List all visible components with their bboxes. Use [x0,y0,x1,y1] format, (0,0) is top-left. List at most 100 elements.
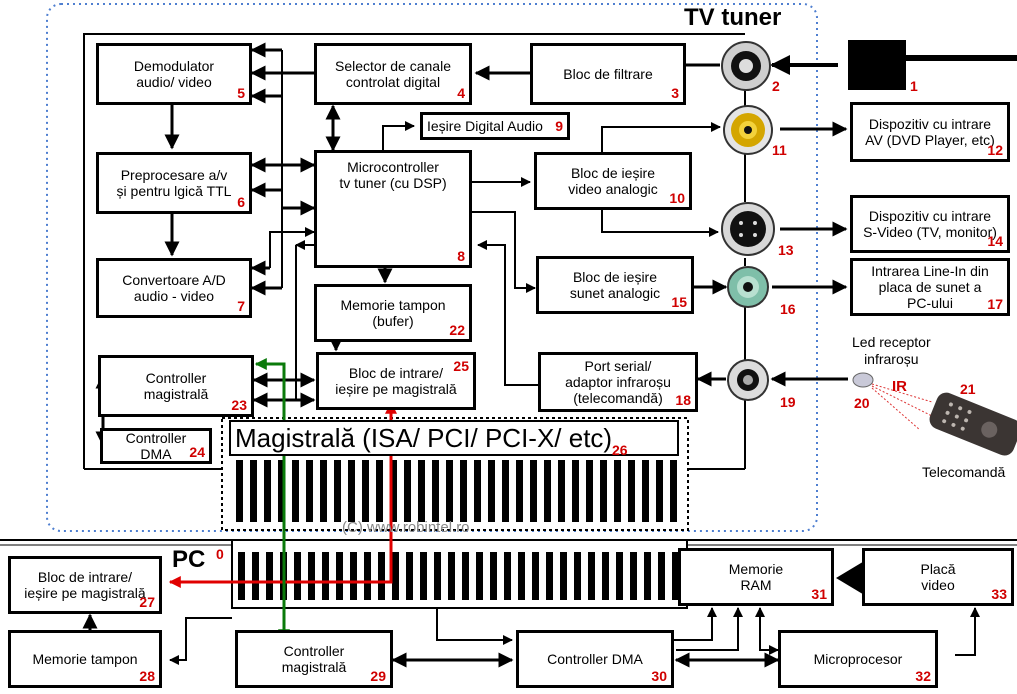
cpu-block: Microprocesor 32 [778,630,938,688]
bus-finger [252,552,259,600]
av-device-block: Dispozitiv cu intrare AV (DVD Player, et… [850,102,1010,162]
filter-block: Bloc de filtrare 3 [530,43,686,105]
adc-block: Convertoare A/D audio - video 7 [96,258,252,318]
line-in-block: Intrarea Line-In din placa de sunet a PC… [850,258,1010,316]
pc-bus-io-num: 27 [139,594,155,610]
pc-dma-label: Controller DMA [547,651,643,667]
bus-label-text: Magistrală (ISA/ PCI/ PCI-X/ etc) [235,423,613,453]
bus-finger [362,460,369,522]
pc-dma-block: Controller DMA 30 [516,630,674,688]
bus-finger [264,460,271,522]
ram-num: 31 [811,586,827,602]
pc-bus-controller-label: Controller magistrală [281,643,347,675]
bus-finger [406,552,413,600]
composite-jack [723,105,773,155]
composite-jack-num: 11 [772,142,787,158]
bus-finger [350,552,357,600]
svideo-jack [721,202,775,256]
svideo-jack-num: 13 [778,242,794,258]
preprocessing-label: Preprocesare a/v și pentru lgică TTL [116,167,232,199]
bus-finger [348,460,355,522]
audio-jack [727,266,769,308]
av-device-label: Dispozitiv cu intrare AV (DVD Player, et… [865,116,995,148]
ir-led-label: Led receptor infraroșu [852,334,931,367]
bus-finger [448,552,455,600]
microcontroller-label: Microcontroller tv tuner (cu DSP) [339,159,447,191]
pc-buffer-num: 28 [139,668,155,684]
bus-finger [460,460,467,522]
bus-finger [546,552,553,600]
bus-finger [432,460,439,522]
bus-finger [670,460,677,522]
bus-finger [616,552,623,600]
av-device-num: 12 [987,142,1003,158]
serial-port-num: 18 [675,392,691,408]
bus-finger [560,552,567,600]
rf-jack [721,41,771,91]
tv-tuner-frame [46,3,818,532]
bus-finger [462,552,469,600]
bus-label: Magistrală (ISA/ PCI/ PCI-X/ etc) [229,420,679,456]
bus-finger [502,460,509,522]
bus-finger [434,552,441,600]
digital-audio-block: Ieșire Digital Audio 9 [420,112,570,140]
video-out-block: Bloc de ieșire video analogic 10 [534,152,692,210]
preprocessing-num: 6 [237,194,245,210]
filter-num: 3 [671,85,679,101]
pc-dma-num: 30 [651,668,667,684]
digital-audio-num: 9 [555,118,563,134]
bus-finger [378,552,385,600]
ir-text: IR [892,378,907,395]
bus-finger [558,460,565,522]
cpu-num: 32 [915,668,931,684]
pc-bus-io-block: Bloc de intrare/ ieșire pe magistrală 27 [8,556,162,614]
bus-finger [336,552,343,600]
bus-finger [532,552,539,600]
copyright: (C) www.robintel.ro [342,519,470,536]
bus-finger [588,552,595,600]
ir-led-num: 20 [854,395,870,411]
bus-finger [658,552,665,600]
bus-finger [308,552,315,600]
antenna-num: 1 [910,78,918,94]
adc-label: Convertoare A/D audio - video [122,272,226,304]
bus-finger [266,552,273,600]
demodulator-label: Demodulator audio/ video [133,58,215,90]
audio-out-label: Bloc de ieșire sunet analogic [569,269,661,301]
bus-finger [600,460,607,522]
tv-inner-frame [83,33,745,469]
pc-number: 0 [216,546,224,562]
bus-finger [644,552,651,600]
bus-finger [574,552,581,600]
svideo-device-block: Dispozitiv cu intrare S-Video (TV, monit… [850,195,1010,253]
cpu-label: Microprocesor [813,651,903,667]
ir-port-num: 19 [780,394,796,410]
preprocessing-block: Preprocesare a/v și pentru lgică TTL 6 [96,152,252,214]
serial-port-block: Port serial/ adaptor infraroșu (telecoma… [538,352,698,412]
bus-finger [420,552,427,600]
rf-jack-num: 2 [772,78,780,94]
tv-tuner-title: TV tuner [684,4,782,31]
bus-finger [504,552,511,600]
ir-led [852,372,874,388]
bus-finger [474,460,481,522]
bus-finger [404,460,411,522]
buffer-num: 22 [449,322,465,338]
bus-number: 26 [612,442,628,458]
video-out-num: 10 [669,190,685,206]
bus-finger [236,460,243,522]
bus-finger [630,552,637,600]
adc-num: 7 [237,298,245,314]
buffer-block: Memorie tampon (bufer) 22 [314,284,472,342]
dma-controller-tv-num: 24 [189,444,205,460]
antenna-plug [848,40,906,90]
bus-finger [544,460,551,522]
channel-selector-block: Selector de canale controlat digital 4 [314,43,472,105]
bus-io-label: Bloc de intrare/ ieșire pe magistrală [335,365,457,397]
bus-finger [490,552,497,600]
bus-finger [306,460,313,522]
bus-finger [672,552,679,600]
ram-block: Memorie RAM 31 [678,548,834,606]
bus-finger [642,460,649,522]
pc-title: PC [172,546,206,573]
